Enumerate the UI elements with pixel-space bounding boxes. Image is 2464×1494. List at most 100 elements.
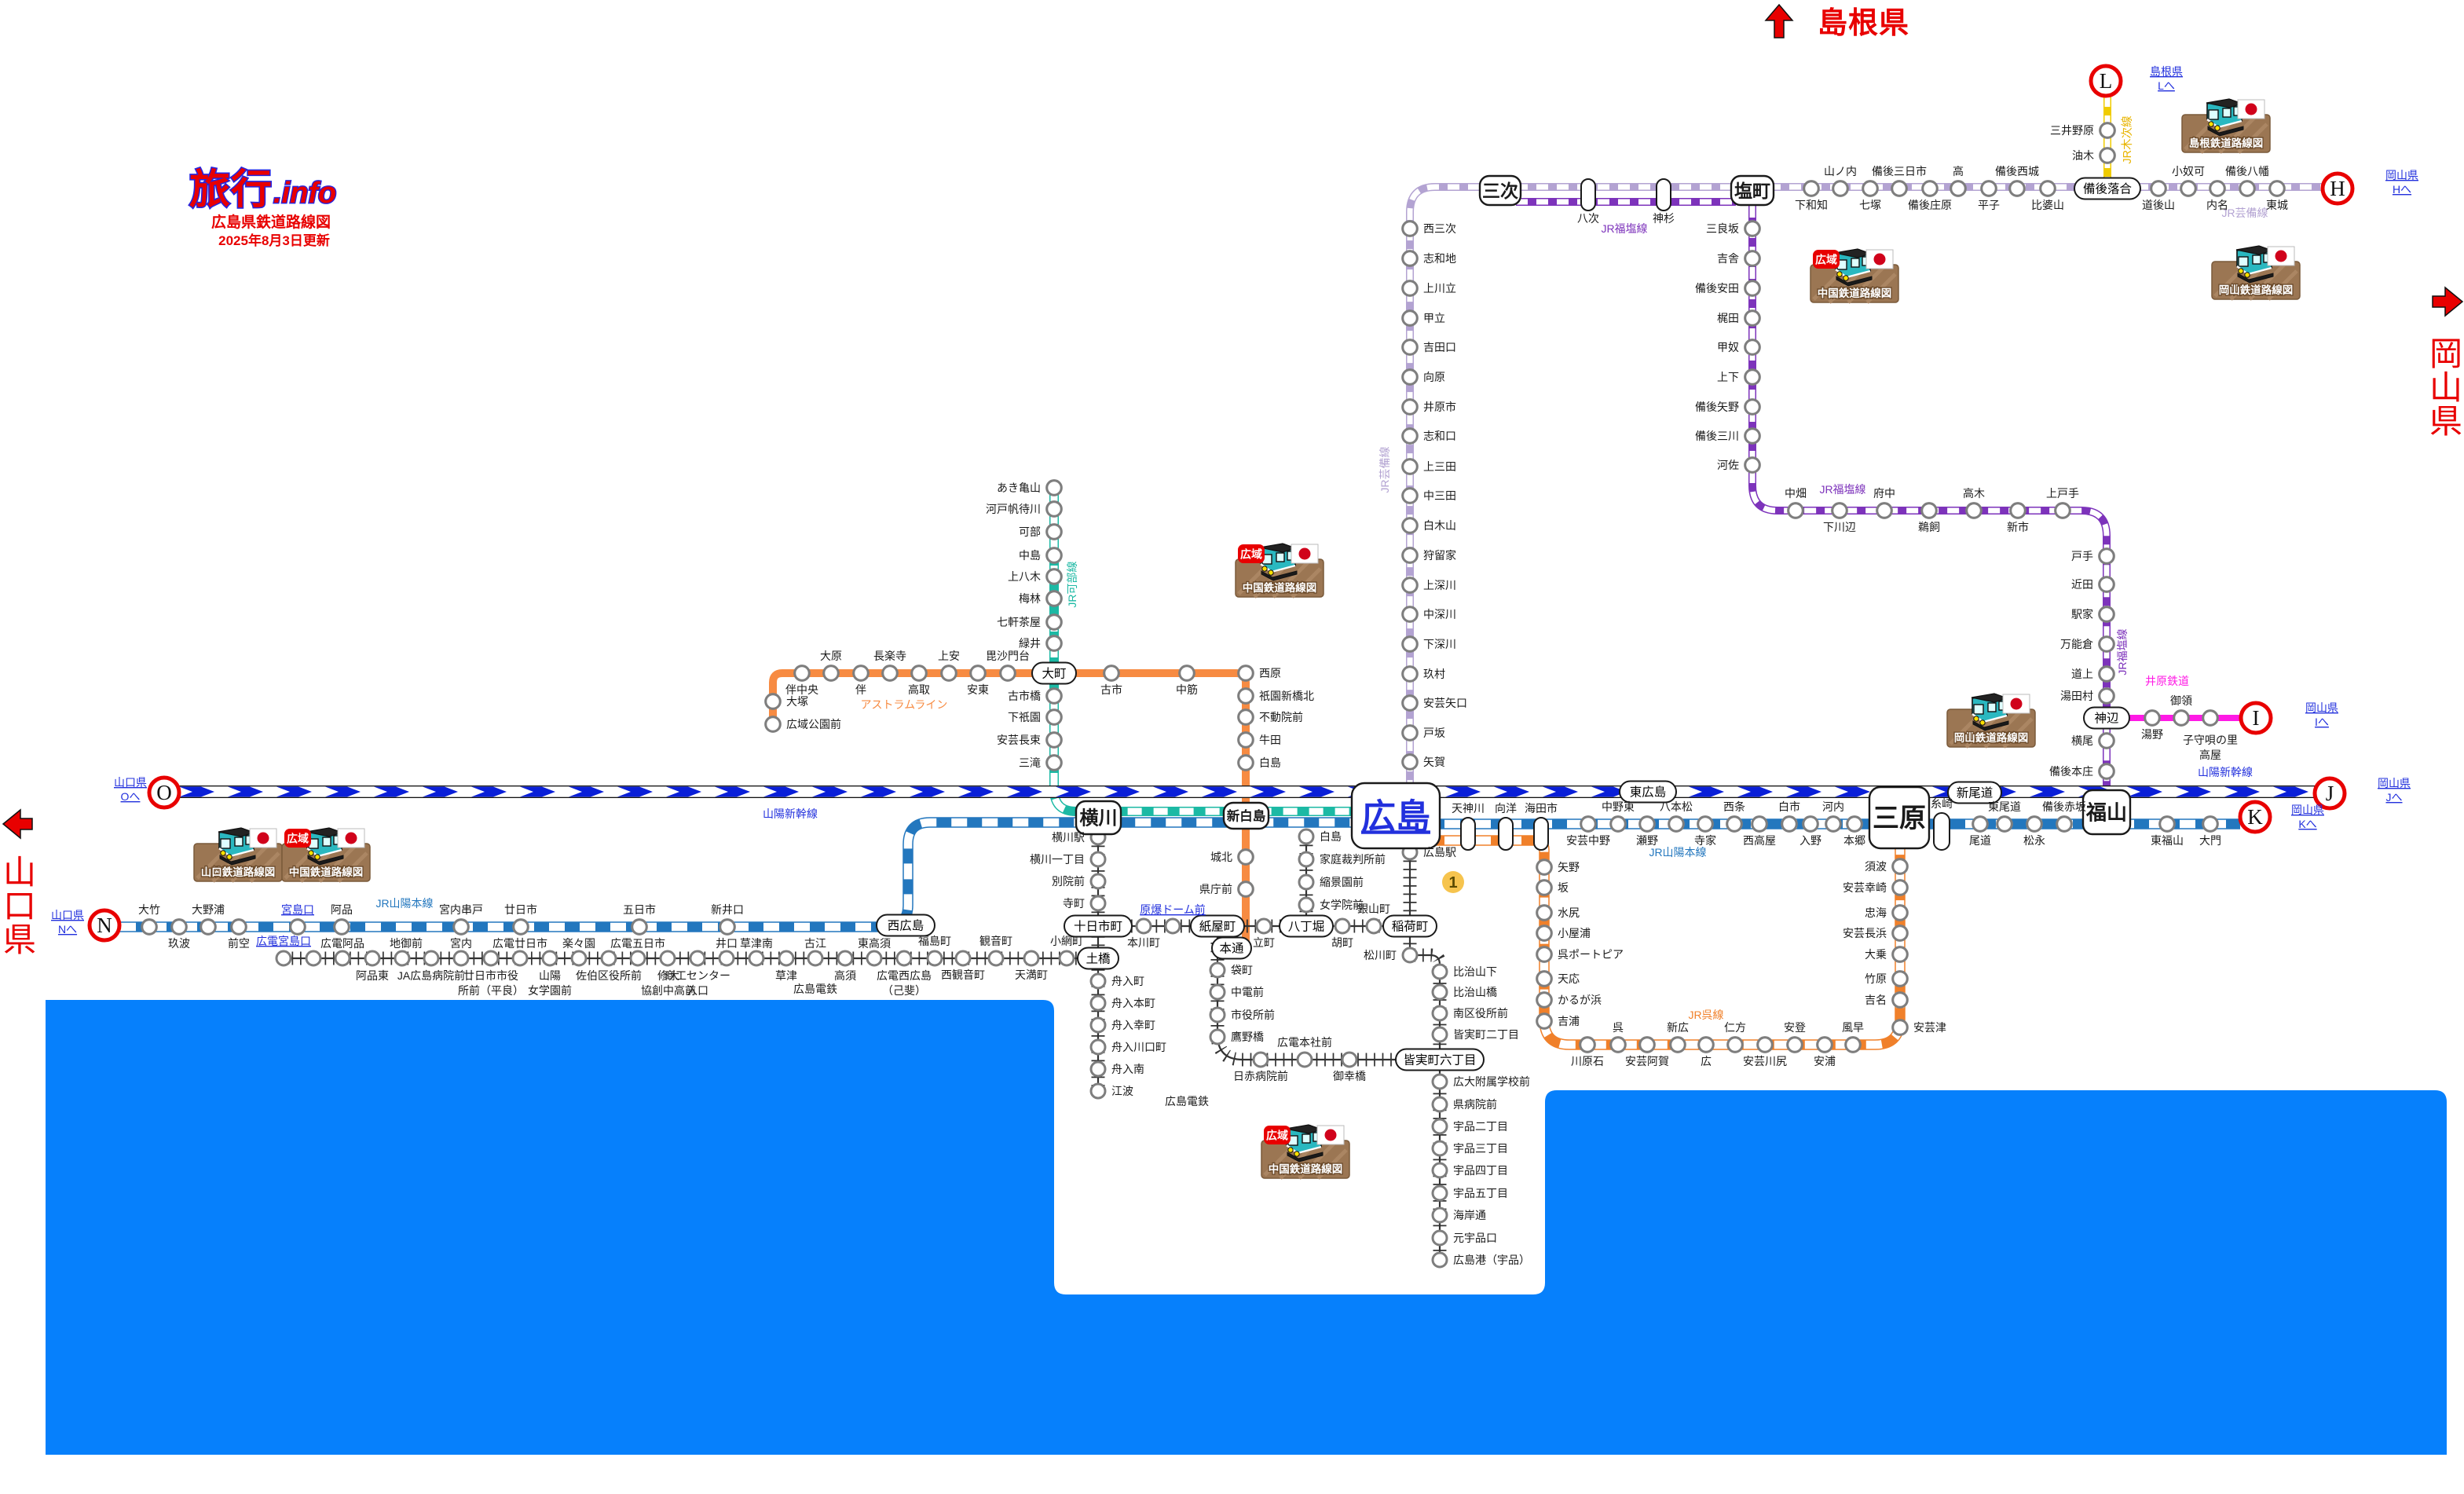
svg-text:横川駅: 横川駅 xyxy=(1052,831,1085,844)
svg-text:甲立: 甲立 xyxy=(1423,312,1445,324)
svg-text:梅林: 梅林 xyxy=(1019,592,1041,605)
svg-text:上深川: 上深川 xyxy=(1423,579,1456,591)
svg-text:玖波: 玖波 xyxy=(168,937,190,950)
svg-text:広島電鉄: 広島電鉄 xyxy=(793,983,837,995)
svg-text:尾道: 尾道 xyxy=(1969,834,1991,847)
svg-text:備後矢野: 備後矢野 xyxy=(1695,401,1739,413)
svg-text:近田: 近田 xyxy=(2071,578,2093,591)
svg-text:海田市: 海田市 xyxy=(1525,802,1558,815)
svg-text:上八木: 上八木 xyxy=(1008,570,1041,583)
svg-text:瀬野: 瀬野 xyxy=(1636,834,1658,847)
svg-text:O: O xyxy=(156,781,172,804)
svg-text:本通: 本通 xyxy=(1219,942,1244,956)
svg-text:戸坂: 戸坂 xyxy=(1423,727,1445,739)
svg-text:宇品四丁目: 宇品四丁目 xyxy=(1453,1164,1508,1177)
svg-text:古市: 古市 xyxy=(1100,683,1122,696)
svg-text:下深川: 下深川 xyxy=(1423,638,1456,650)
svg-text:安芸矢口: 安芸矢口 xyxy=(1423,697,1467,709)
svg-text:東広島: 東広島 xyxy=(1630,785,1667,800)
svg-text:内名: 内名 xyxy=(2206,199,2228,211)
svg-text:三井野原: 三井野原 xyxy=(2050,124,2094,137)
svg-text:広電五日市: 広電五日市 xyxy=(610,937,665,950)
svg-text:JR芸備線: JR芸備線 xyxy=(2221,207,2268,219)
svg-text:西三次: 西三次 xyxy=(1423,222,1456,235)
svg-text:西高屋: 西高屋 xyxy=(1743,834,1776,847)
svg-text:下和知: 下和知 xyxy=(1795,199,1828,211)
svg-text:白市: 白市 xyxy=(1778,800,1800,813)
svg-text:東高須: 東高須 xyxy=(858,937,891,950)
svg-text:祇園新橋北: 祇園新橋北 xyxy=(1259,690,1314,702)
svg-text:三良坂: 三良坂 xyxy=(1706,222,1739,235)
svg-text:戸手: 戸手 xyxy=(2071,550,2093,562)
svg-text:湯田村: 湯田村 xyxy=(2060,690,2093,702)
svg-text:下川辺: 下川辺 xyxy=(1823,521,1856,533)
svg-text:安芸川尻: 安芸川尻 xyxy=(1743,1055,1787,1067)
svg-text:広島駅: 広島駅 xyxy=(1423,846,1456,859)
svg-text:東尾道: 東尾道 xyxy=(1988,800,2021,813)
svg-text:安芸長束: 安芸長束 xyxy=(997,734,1041,746)
svg-text:岡山県: 岡山県 xyxy=(2429,335,2462,440)
svg-text:上戸手: 上戸手 xyxy=(2046,487,2079,500)
svg-text:かるが浜: かるが浜 xyxy=(1558,994,1602,1006)
svg-text:比治山橋: 比治山橋 xyxy=(1453,986,1497,998)
svg-text:中国鉄道路線図: 中国鉄道路線図 xyxy=(1269,1163,1343,1175)
svg-text:狩留家: 狩留家 xyxy=(1423,549,1456,562)
svg-text:鵜飼: 鵜飼 xyxy=(1918,521,1940,533)
svg-text:寺町: 寺町 xyxy=(1063,897,1085,910)
svg-text:横川一丁目: 横川一丁目 xyxy=(1030,853,1085,866)
svg-text:旅行: 旅行 xyxy=(189,167,273,213)
svg-text:地御前: 地御前 xyxy=(390,937,423,950)
svg-text:不動院前: 不動院前 xyxy=(1259,711,1303,723)
svg-text:東福山: 東福山 xyxy=(2151,834,2184,847)
svg-text:下祇園: 下祇園 xyxy=(1008,711,1041,723)
svg-text:島根鉄道路線図: 島根鉄道路線図 xyxy=(2189,137,2264,149)
svg-text:あき亀山: あき亀山 xyxy=(997,482,1041,494)
svg-text:甲奴: 甲奴 xyxy=(1717,341,1739,353)
svg-text:.info: .info xyxy=(273,177,336,210)
svg-text:梶田: 梶田 xyxy=(1717,312,1739,324)
svg-text:七塚: 七塚 xyxy=(1859,199,1881,211)
svg-text:舟入南: 舟入南 xyxy=(1111,1063,1144,1075)
svg-text:JR呉線: JR呉線 xyxy=(1688,1009,1723,1021)
svg-text:八次: 八次 xyxy=(1577,212,1599,225)
svg-text:皆実町六丁目: 皆実町六丁目 xyxy=(1403,1053,1476,1067)
svg-text:広島港（宇品）: 広島港（宇品） xyxy=(1453,1254,1530,1266)
svg-text:松川町: 松川町 xyxy=(1364,949,1397,961)
svg-text:山口県: 山口県 xyxy=(3,854,36,958)
svg-text:呉: 呉 xyxy=(1613,1021,1624,1034)
svg-text:市役所前: 市役所前 xyxy=(1231,1009,1275,1021)
svg-text:高木: 高木 xyxy=(1963,487,1985,500)
svg-text:広電宮島口: 広電宮島口 xyxy=(256,935,311,947)
svg-text:稲荷町: 稲荷町 xyxy=(1392,920,1429,934)
svg-text:西原: 西原 xyxy=(1259,667,1281,679)
svg-text:中畑: 中畑 xyxy=(1785,487,1807,500)
svg-text:宇品五丁目: 宇品五丁目 xyxy=(1453,1187,1508,1199)
svg-text:JR木次線: JR木次線 xyxy=(2121,115,2134,163)
svg-text:JR福塩線: JR福塩線 xyxy=(1819,483,1865,496)
svg-text:岡山鉄道路線図: 岡山鉄道路線図 xyxy=(2219,284,2294,296)
svg-text:吉浦: 吉浦 xyxy=(1558,1015,1580,1027)
svg-text:伴: 伴 xyxy=(855,683,866,696)
svg-text:I: I xyxy=(2253,706,2260,730)
svg-text:広電阿品: 広電阿品 xyxy=(320,937,364,950)
svg-text:寺家: 寺家 xyxy=(1694,834,1716,847)
svg-text:本郷: 本郷 xyxy=(1843,834,1865,847)
svg-text:天応: 天応 xyxy=(1558,972,1580,985)
svg-text:須波: 須波 xyxy=(1865,860,1887,873)
svg-text:H: H xyxy=(2330,177,2345,200)
svg-text:中野東: 中野東 xyxy=(1602,800,1635,813)
svg-text:糸崎: 糸崎 xyxy=(1931,797,1953,810)
svg-text:JR芸備線: JR芸備線 xyxy=(1378,446,1391,493)
svg-text:福山: 福山 xyxy=(2085,800,2127,824)
svg-text:JA広島病院前: JA広島病院前 xyxy=(397,969,465,982)
svg-text:安浦: 安浦 xyxy=(1814,1055,1836,1067)
svg-text:宇品三丁目: 宇品三丁目 xyxy=(1453,1142,1508,1155)
svg-text:江波: 江波 xyxy=(1111,1085,1133,1097)
svg-text:緑井: 緑井 xyxy=(1019,637,1041,650)
svg-text:JR福塩線: JR福塩線 xyxy=(1601,222,1647,235)
svg-text:向原: 向原 xyxy=(1423,371,1445,383)
svg-text:日赤病院前: 日赤病院前 xyxy=(1233,1070,1288,1082)
svg-text:備後三日市: 備後三日市 xyxy=(1872,165,1927,178)
svg-text:備後西城: 備後西城 xyxy=(1995,165,2039,178)
svg-text:広大附属学校前: 広大附属学校前 xyxy=(1453,1075,1530,1088)
